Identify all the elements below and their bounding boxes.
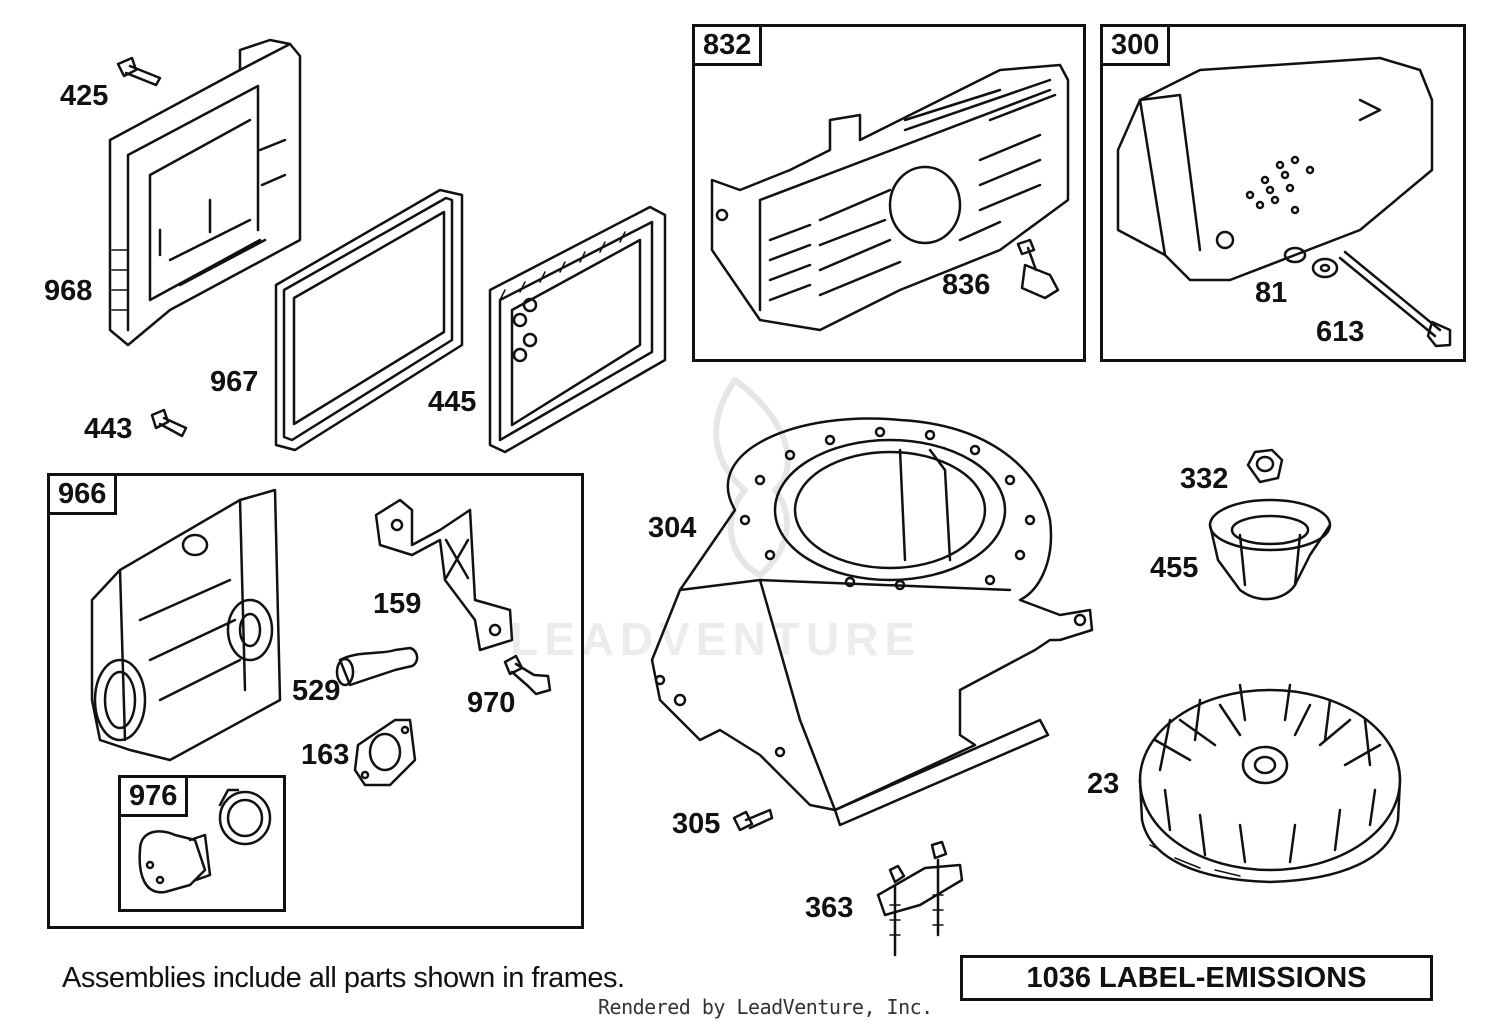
emissions-label-box: 1036 LABEL-EMISSIONS <box>960 955 1433 1001</box>
gasket-163-icon <box>353 718 417 787</box>
blower-housing-304-icon <box>650 417 1094 827</box>
starter-cup-455-icon <box>1208 498 1332 601</box>
frame-tag-300: 300 <box>1100 24 1171 66</box>
part-number-23: 23 <box>1087 768 1120 800</box>
screw-836-icon <box>1016 238 1060 300</box>
nut-332-icon <box>1246 448 1284 484</box>
muffler-300-icon <box>1116 56 1434 282</box>
screw-425-icon <box>116 56 162 87</box>
screw-443-icon <box>150 408 188 438</box>
flywheel-23-icon <box>1138 683 1402 884</box>
part-number-425: 425 <box>60 80 109 112</box>
assemblies-note: Assemblies include all parts shown in fr… <box>62 962 625 994</box>
assembly-frame-976: 976 <box>118 775 286 912</box>
pre-cleaner-967-icon <box>274 188 464 452</box>
part-number-159: 159 <box>373 588 422 620</box>
assembly-frame-966: 966 <box>47 473 584 929</box>
part-number-836: 836 <box>942 269 991 301</box>
screw-970-icon <box>503 654 552 696</box>
part-number-968: 968 <box>44 275 93 307</box>
clamp-363-icon <box>876 840 964 957</box>
assembly-frame-832: 832 <box>692 24 1086 362</box>
part-number-613: 613 <box>1316 316 1365 348</box>
watermark-flame-icon <box>713 377 791 578</box>
assembly-frame-300: 300 <box>1100 24 1466 362</box>
part-number-363: 363 <box>805 892 854 924</box>
part-number-970: 970 <box>467 687 516 719</box>
part-number-81: 81 <box>1255 277 1288 309</box>
part-number-455: 455 <box>1150 552 1199 584</box>
primer-bulb-976-icon <box>138 830 212 894</box>
watermark-text: LEADVENTURE <box>510 613 922 665</box>
retainer-ring-976-icon <box>218 788 272 846</box>
screw-305-icon <box>732 808 774 832</box>
frame-tag-832: 832 <box>692 24 763 66</box>
bracket-159-icon <box>374 498 514 652</box>
bolt-613-icon <box>1338 250 1452 348</box>
part-number-529: 529 <box>292 675 341 707</box>
air-filter-445-icon <box>488 205 667 454</box>
part-number-445: 445 <box>428 386 477 418</box>
frame-tag-976: 976 <box>118 775 189 817</box>
part-number-443: 443 <box>84 413 133 445</box>
carburetor-966-icon <box>90 488 282 762</box>
washer-81-icon <box>1283 246 1339 279</box>
part-number-163: 163 <box>301 739 350 771</box>
tube-529-icon <box>335 646 419 687</box>
part-number-305: 305 <box>672 808 721 840</box>
emissions-label-text: 1036 LABEL-EMISSIONS <box>1026 961 1367 994</box>
air-cleaner-base-968-icon <box>108 38 302 347</box>
part-number-332: 332 <box>1180 463 1229 495</box>
part-number-304: 304 <box>648 512 697 544</box>
muffler-guard-832-icon <box>710 63 1070 332</box>
render-credit: Rendered by LeadVenture, Inc. <box>598 995 933 1019</box>
frame-tag-966: 966 <box>47 473 118 515</box>
part-number-967: 967 <box>210 366 259 398</box>
